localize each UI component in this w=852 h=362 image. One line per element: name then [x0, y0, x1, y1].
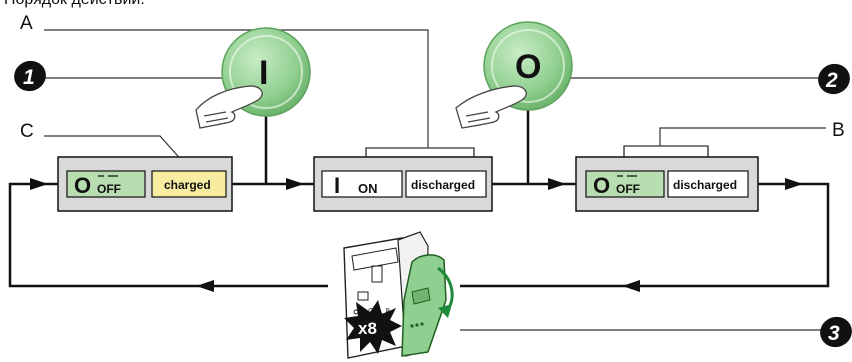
svg-text:1: 1 — [23, 66, 35, 89]
finger-icon — [195, 85, 263, 129]
main-contact-symbol: O — [74, 173, 91, 198]
charging-lever — [401, 254, 447, 357]
main-contact-indicator — [585, 170, 665, 198]
flow-arrows — [30, 178, 803, 292]
repeat-count-label: x8 — [358, 319, 377, 338]
spring-status-indicator — [405, 170, 487, 198]
arrow-bottom-left — [196, 280, 214, 292]
callout-c: C — [20, 121, 34, 142]
svg-text:3: 3 — [828, 322, 840, 345]
procedure-header: Порядок действий: — [4, 0, 145, 9]
main-contact-symbol: I — [334, 173, 340, 198]
arrow-into-state2 — [286, 178, 304, 190]
main-contact-label: ON — [358, 181, 378, 196]
arrow-bottom-right — [622, 280, 640, 292]
state-panel-1: O OFF charged — [57, 156, 233, 212]
main-contact-label: OFF — [97, 182, 121, 196]
callout-leaders — [44, 29, 826, 331]
spring-status-label: discharged — [673, 178, 737, 192]
arrow-into-state3 — [548, 178, 566, 190]
step-badge-1: 1 — [14, 60, 46, 92]
state-panel-2: I ON discharged — [313, 156, 493, 212]
callout-b: B — [832, 120, 845, 141]
main-contact-label: OFF — [616, 182, 640, 196]
state-panel-3: O OFF discharged — [575, 156, 759, 212]
step-badge-2: 2 — [818, 63, 850, 95]
main-contact-indicator — [321, 170, 403, 198]
arrow-out-state3 — [785, 178, 803, 190]
repeat-count-badge — [344, 300, 402, 354]
step-badge-3: 3 — [820, 316, 852, 348]
svg-text:O: O — [515, 48, 541, 86]
main-contact-indicator — [66, 170, 146, 198]
main-contact-symbol: O — [593, 173, 610, 198]
charging-handle-illustration: Ø5...8 x8 — [328, 231, 460, 362]
finger-icon — [455, 85, 527, 129]
svg-text:I: I — [259, 54, 268, 92]
arrow-into-state1 — [30, 178, 48, 190]
spring-status-indicator — [667, 170, 749, 198]
spring-status-label: charged — [164, 178, 211, 192]
spring-status-indicator — [151, 170, 227, 198]
callout-a: A — [20, 13, 33, 34]
spring-status-label: discharged — [411, 178, 475, 192]
svg-text:2: 2 — [825, 69, 838, 92]
